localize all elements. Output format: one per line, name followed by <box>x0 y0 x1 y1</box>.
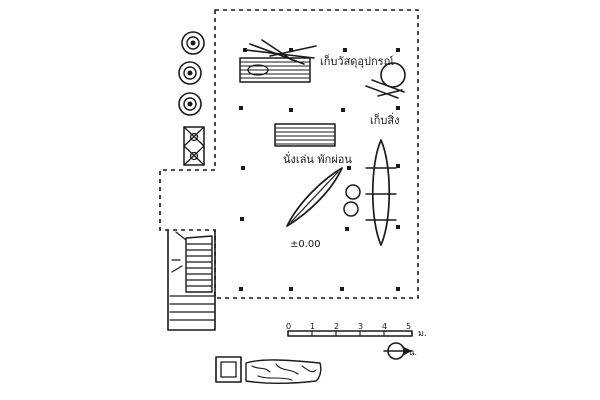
post <box>239 287 243 291</box>
post <box>240 217 244 221</box>
scale-tick: 5 <box>406 322 411 331</box>
post <box>341 108 345 112</box>
bench-icon <box>274 123 336 147</box>
scale-tick: 1 <box>310 322 315 331</box>
pot-icon <box>343 201 359 217</box>
post <box>241 166 245 170</box>
post <box>396 287 400 291</box>
north-arrow: น. <box>383 342 417 360</box>
boat-icon-diagonal <box>286 167 343 227</box>
scale-bar: 0 1 2 3 4 5 ม. <box>286 322 427 339</box>
scale-unit: ม. <box>418 329 427 339</box>
tire-stack <box>178 31 205 116</box>
pot-pair <box>343 184 361 217</box>
post <box>289 287 293 291</box>
label-storage: เก็บสิ่ง <box>370 112 400 127</box>
post <box>243 48 247 52</box>
box-icon <box>215 356 242 383</box>
north-label: น. <box>409 348 417 357</box>
post <box>396 225 400 229</box>
staircase <box>167 229 216 331</box>
rubble-sketch <box>245 359 322 384</box>
post <box>343 48 347 52</box>
scale-tick: 2 <box>334 322 339 331</box>
scale-tick: 0 <box>286 322 291 331</box>
wood-pile-icon <box>239 39 317 83</box>
pot-icon <box>345 184 361 200</box>
boat-icon-vertical <box>365 139 397 246</box>
post <box>289 108 293 112</box>
scale-tick: 3 <box>358 322 363 331</box>
post <box>345 227 349 231</box>
tire-icon <box>181 31 205 55</box>
post <box>289 48 293 52</box>
tire-icon <box>178 61 202 85</box>
tire-icon <box>178 92 202 116</box>
label-tool-storage: เก็บวัสดุอุปกรณ์ <box>320 54 394 68</box>
post <box>396 164 400 168</box>
crate-icon <box>183 126 205 166</box>
post <box>340 287 344 291</box>
post-grid <box>239 48 400 291</box>
label-sit-rest: นั่งเล่น พักผ่อน <box>283 151 352 166</box>
pot-icon <box>365 62 406 99</box>
post <box>239 106 243 110</box>
post <box>396 106 400 110</box>
label-level: ±0.00 <box>290 239 321 250</box>
scale-tick: 4 <box>382 322 387 331</box>
post <box>396 48 400 52</box>
post <box>347 166 351 170</box>
